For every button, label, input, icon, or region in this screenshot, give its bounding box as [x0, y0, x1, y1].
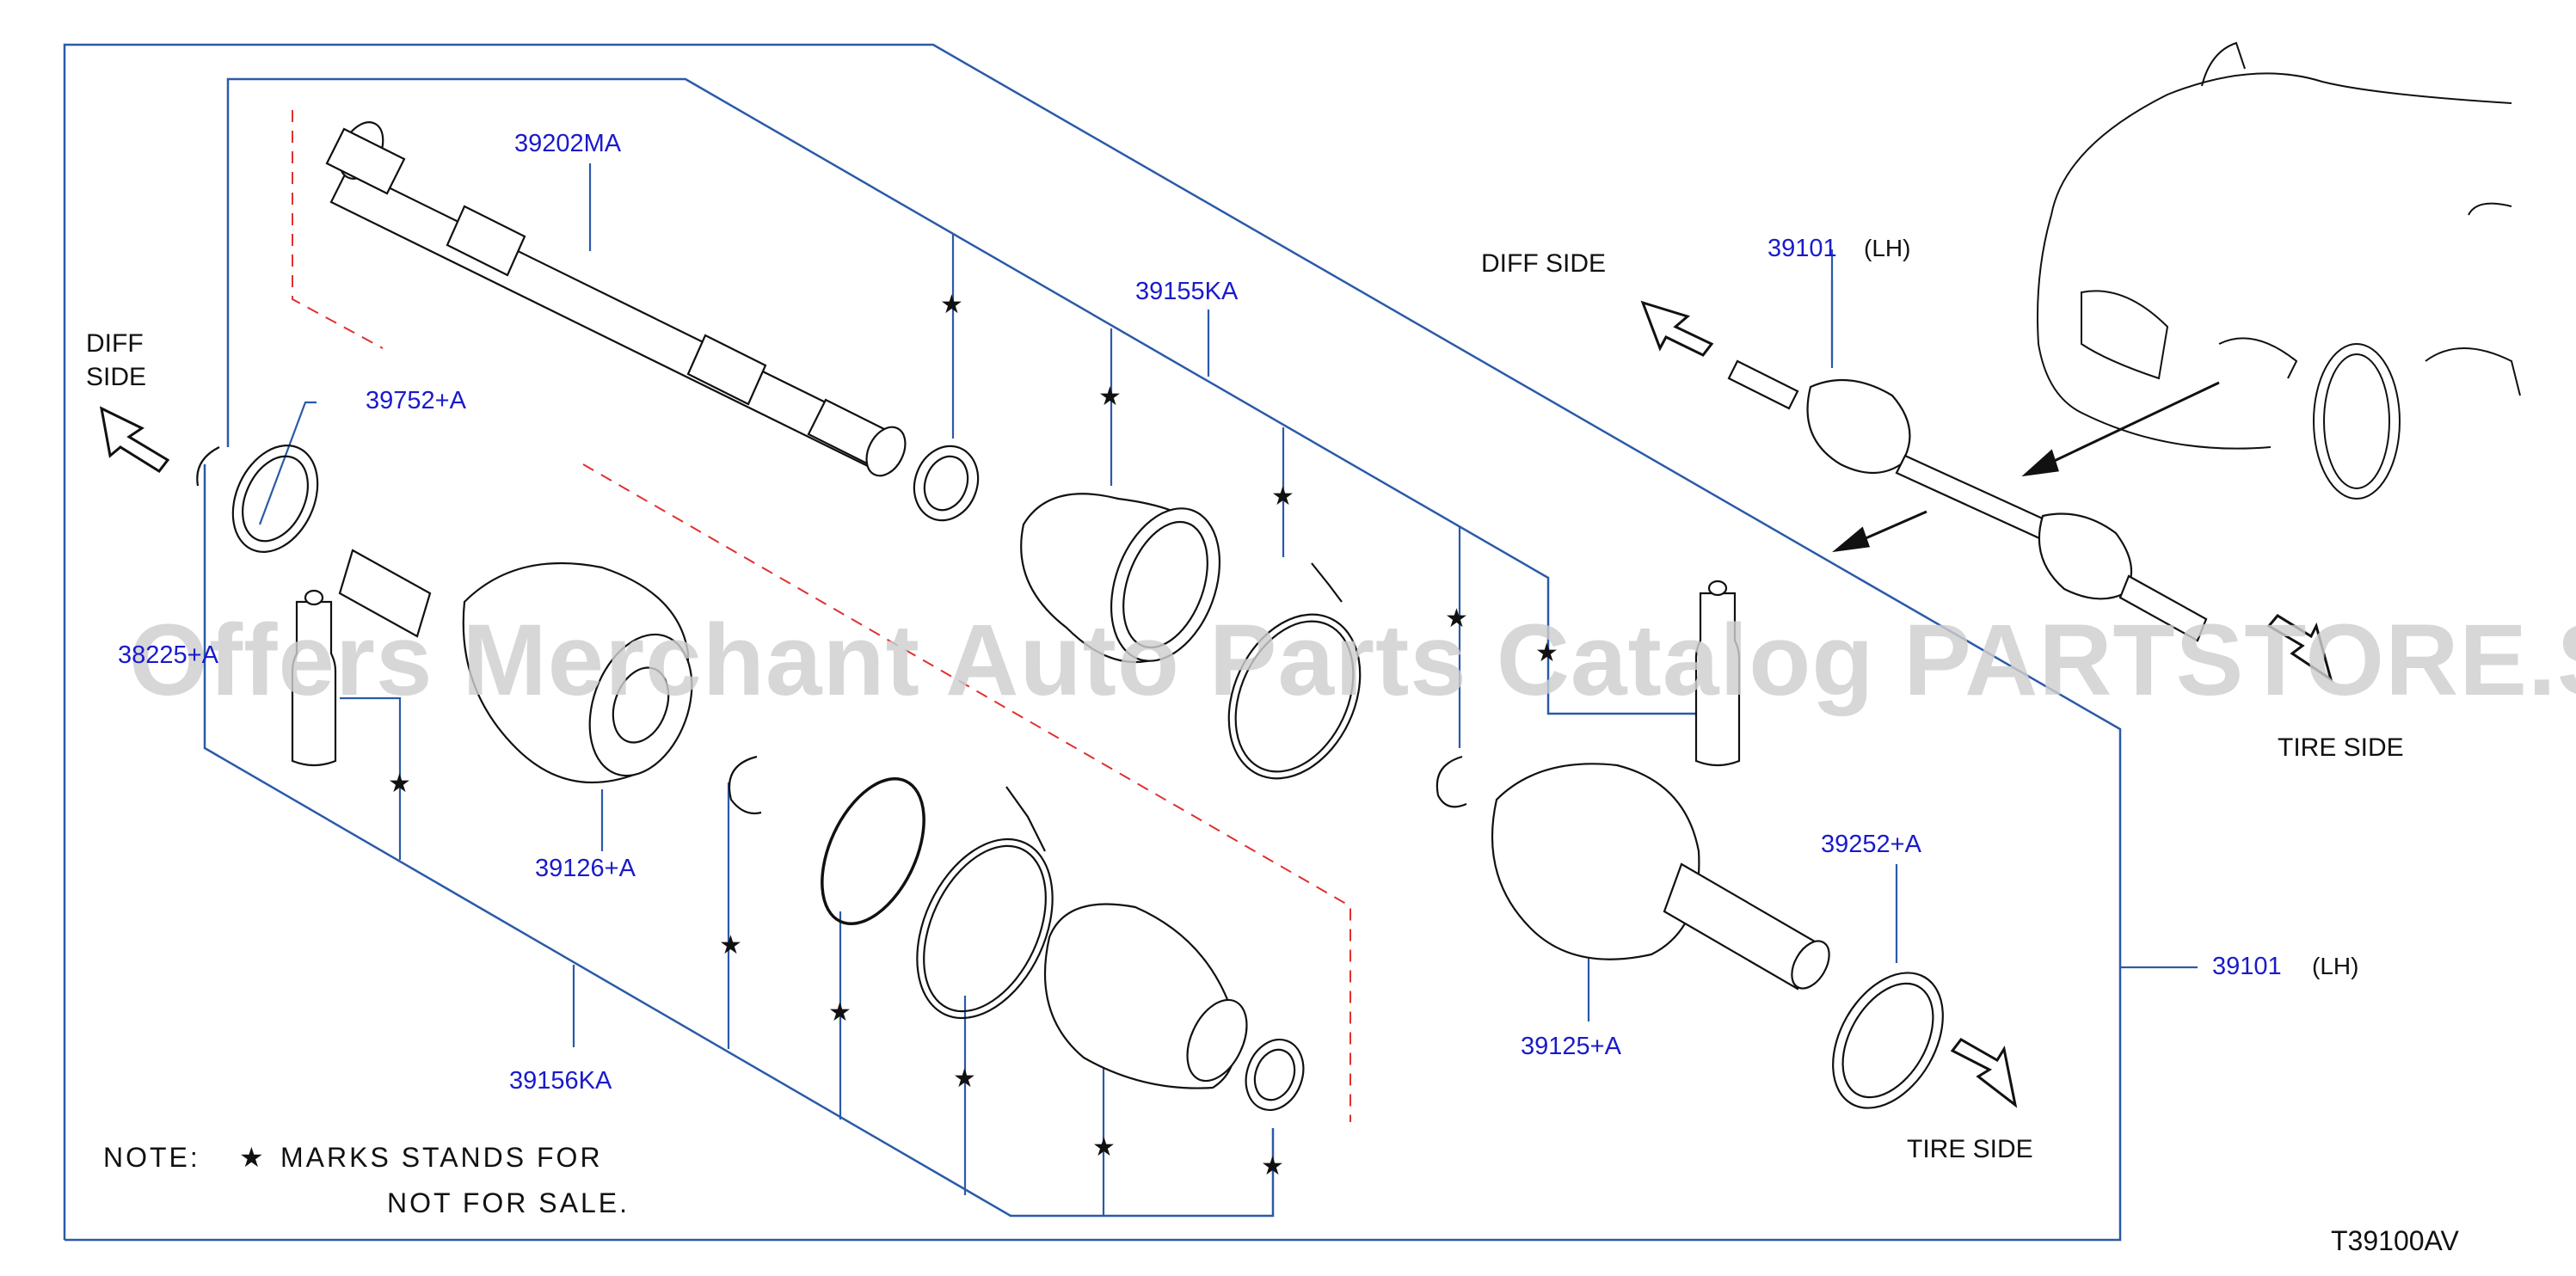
star-marker: ★ [1261, 1152, 1284, 1181]
label-39752A[interactable]: 39752+A [366, 387, 466, 414]
seal-ring [1832, 972, 1944, 1109]
watermark: Offers Merchant Auto Parts Catalog PARTS… [129, 604, 2576, 717]
tire-side-bottom: TIRE SIDE [1907, 1135, 2033, 1163]
note-star: ★ [239, 1142, 267, 1173]
small-clamp-lower [1245, 1038, 1305, 1112]
star-marker: ★ [828, 998, 851, 1027]
label-39155KA[interactable]: 39155KA [1135, 278, 1239, 305]
inset-arrows [1832, 381, 2220, 553]
snap-ring-right [1436, 755, 1467, 808]
label-39101-inset[interactable]: 39101 [1768, 235, 1837, 262]
shaft-frame [226, 77, 1696, 715]
band-clamp-upper [1227, 562, 1362, 780]
star-marker: ★ [1092, 1133, 1116, 1162]
label-39202MA[interactable]: 39202MA [514, 130, 622, 157]
grease-tube-right [1694, 580, 1741, 767]
assembly-frame [63, 43, 2122, 1242]
arrow-tire-bottom [1950, 1038, 2018, 1108]
diff-side-right: DIFF SIDE [1481, 249, 1607, 278]
star-marker: ★ [1271, 482, 1294, 511]
star-marker: ★ [953, 1064, 976, 1093]
diff-side-left-line2: SIDE [86, 363, 147, 391]
grease-tube-left [291, 589, 337, 767]
boot-inner [1020, 493, 1221, 664]
inner-joint-housing [338, 549, 693, 784]
outer-joint [1491, 763, 1830, 991]
tire-side-right: TIRE SIDE [2278, 733, 2404, 762]
note-line2: NOT FOR SALE. [387, 1187, 630, 1218]
label-39101-assembly-side: (LH) [2312, 953, 2359, 979]
star-marker: ★ [1535, 639, 1559, 667]
snap-ring-left [196, 444, 319, 554]
star-marker: ★ [388, 770, 411, 798]
star-marker: ★ [1098, 383, 1122, 411]
star-marker: ★ [1445, 604, 1468, 633]
label-39101-inset-side: (LH) [1864, 235, 1911, 261]
label-39156KA[interactable]: 39156KA [509, 1067, 612, 1095]
label-39101-assembly[interactable]: 39101 [2212, 953, 2282, 980]
vehicle-silhouette [2037, 41, 2521, 500]
band-clamp-lower [916, 786, 1054, 1020]
inset-shaft-assembly [1727, 359, 2208, 642]
small-clamp-upper [913, 445, 980, 522]
note-line1: MARKS STANDS FOR [280, 1142, 603, 1173]
diff-side-left-line1: DIFF [86, 329, 144, 358]
note-prefix: NOTE: [103, 1142, 200, 1173]
snap-ring-middle [728, 755, 762, 815]
star-marker: ★ [719, 931, 742, 960]
direction-arrows [99, 300, 2333, 1108]
diagram-code: T39100AV [2331, 1225, 2459, 1256]
star-marker: ★ [940, 291, 963, 319]
arrow-diff-left [99, 406, 170, 473]
label-38225A[interactable]: 38225+A [118, 641, 218, 669]
label-39125A[interactable]: 39125+A [1521, 1033, 1621, 1060]
arrow-tire-right [2266, 614, 2333, 683]
intermediate-shaft [325, 121, 907, 477]
label-39252A[interactable]: 39252+A [1821, 831, 1921, 858]
label-39126A[interactable]: 39126+A [535, 855, 636, 882]
arrow-diff-right [1640, 300, 1714, 357]
dashed-alignment [292, 110, 1351, 1122]
o-ring [821, 776, 925, 926]
lower-frame-line [203, 464, 1275, 1218]
boot-outer [1043, 903, 1248, 1089]
